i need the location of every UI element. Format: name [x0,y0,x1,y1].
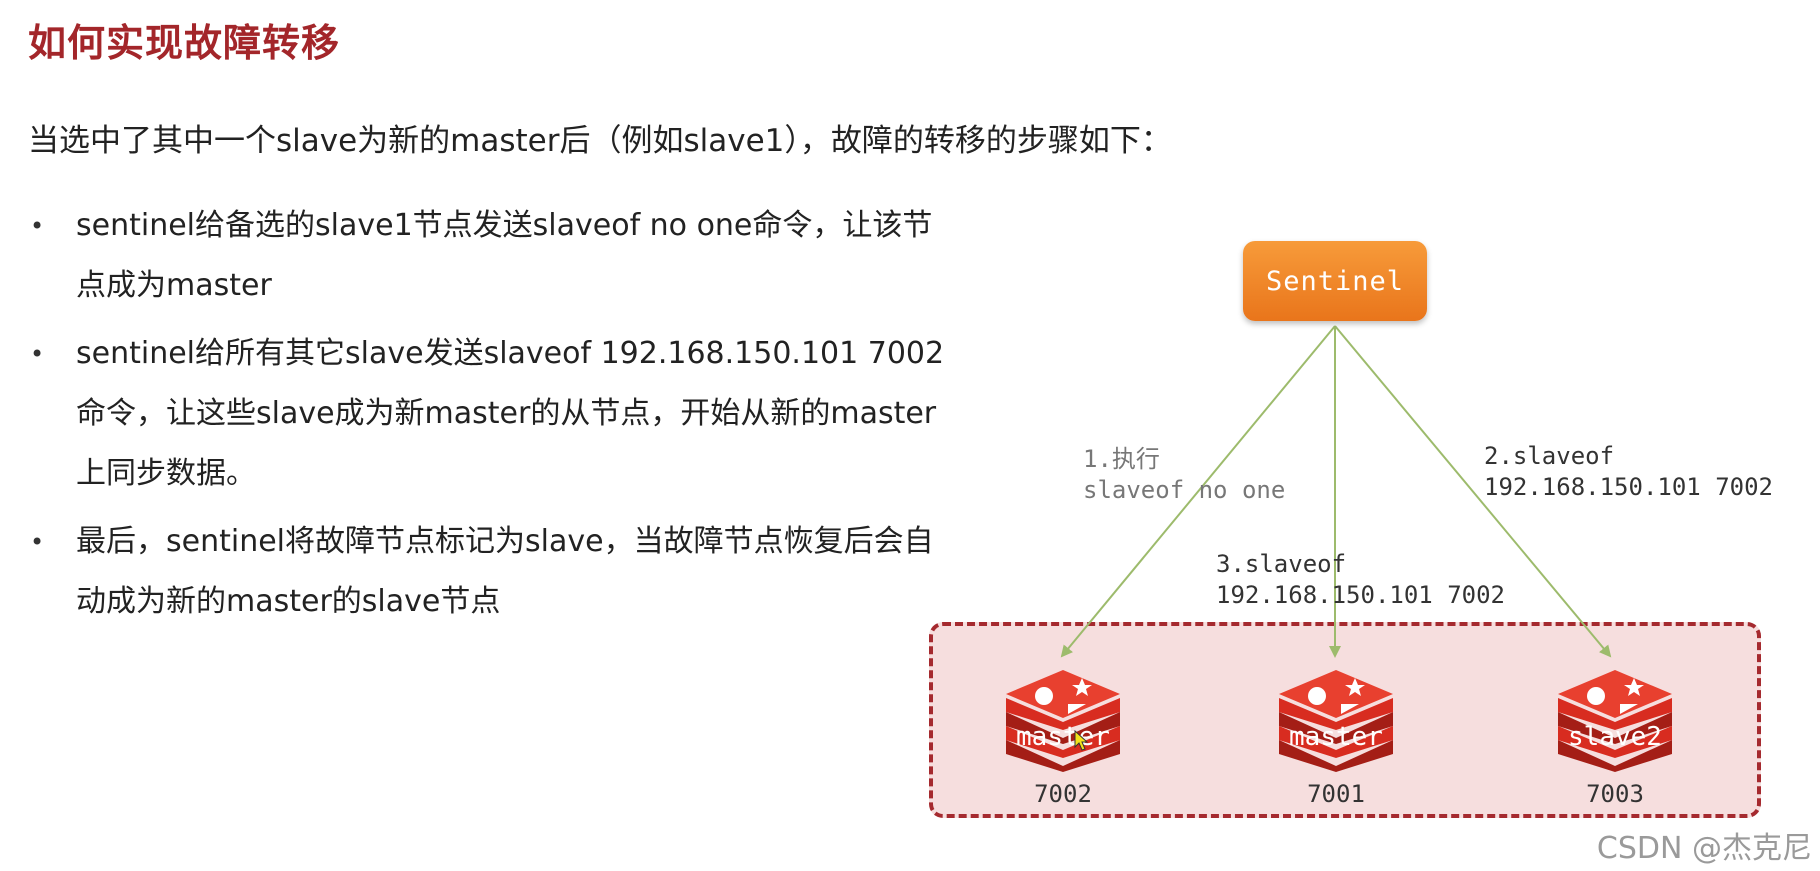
node-role: master [1016,722,1110,752]
step-line: 点成为master [76,268,272,303]
node-port: 7001 [1307,780,1365,808]
bullet-icon: • [30,340,45,368]
arrow-label-1: 1.执行 slaveof no one [1083,445,1286,504]
bullet-icon: • [30,212,45,240]
redis-node-7001: master 7001 [1271,662,1401,812]
arrow-label-3: 3.slaveof 192.168.150.101 7002 [1216,550,1505,609]
bullet-icon: • [30,528,45,556]
step-item: • sentinel给所有其它slave发送slaveof 192.168.15… [28,324,1008,504]
step-item: • sentinel给备选的slave1节点发送slaveof no one命令… [28,196,1008,316]
step-line: sentinel给备选的slave1节点发送slaveof no one命令，让… [76,208,933,243]
step-line: 上同步数据。 [76,456,256,491]
step-line: sentinel给所有其它slave发送slaveof 192.168.150.… [76,336,945,371]
redis-node-7002: master 7002 [998,662,1128,812]
redis-logo-icon [1006,670,1120,772]
arrow-label-2: 2.slaveof 192.168.150.101 7002 [1484,442,1773,501]
intro-text: 当选中了其中一个slave为新的master后（例如slave1），故障的转移的… [28,123,1172,159]
node-role: slave2 [1568,722,1662,752]
mouse-cursor-icon [1074,730,1088,751]
watermark: CSDN @杰克尼 [1596,831,1812,866]
step-line: 最后，sentinel将故障节点标记为slave，当故障节点恢复后会自 [76,524,934,559]
step-item: • 最后，sentinel将故障节点标记为slave，当故障节点恢复后会自 动成… [28,512,1008,632]
node-port: 7003 [1586,780,1644,808]
arrow-to-7002 [1060,325,1336,658]
redis-logo-icon [1279,670,1393,772]
step-line: 命令，让这些slave成为新master的从节点，开始从新的master [76,396,937,431]
step-line: 动成为新的master的slave节点 [76,584,501,619]
redis-logo-icon [1558,670,1672,772]
page-title: 如何实现故障转移 [28,21,341,65]
step-list: • sentinel给备选的slave1节点发送slaveof no one命令… [28,196,1008,640]
redis-node-7003: slave2 7003 [1550,662,1680,812]
sentinel-node: Sentinel [1243,241,1427,321]
node-port: 7002 [1034,780,1092,808]
arrow-to-7003 [1334,325,1612,658]
node-role: master [1289,722,1383,752]
